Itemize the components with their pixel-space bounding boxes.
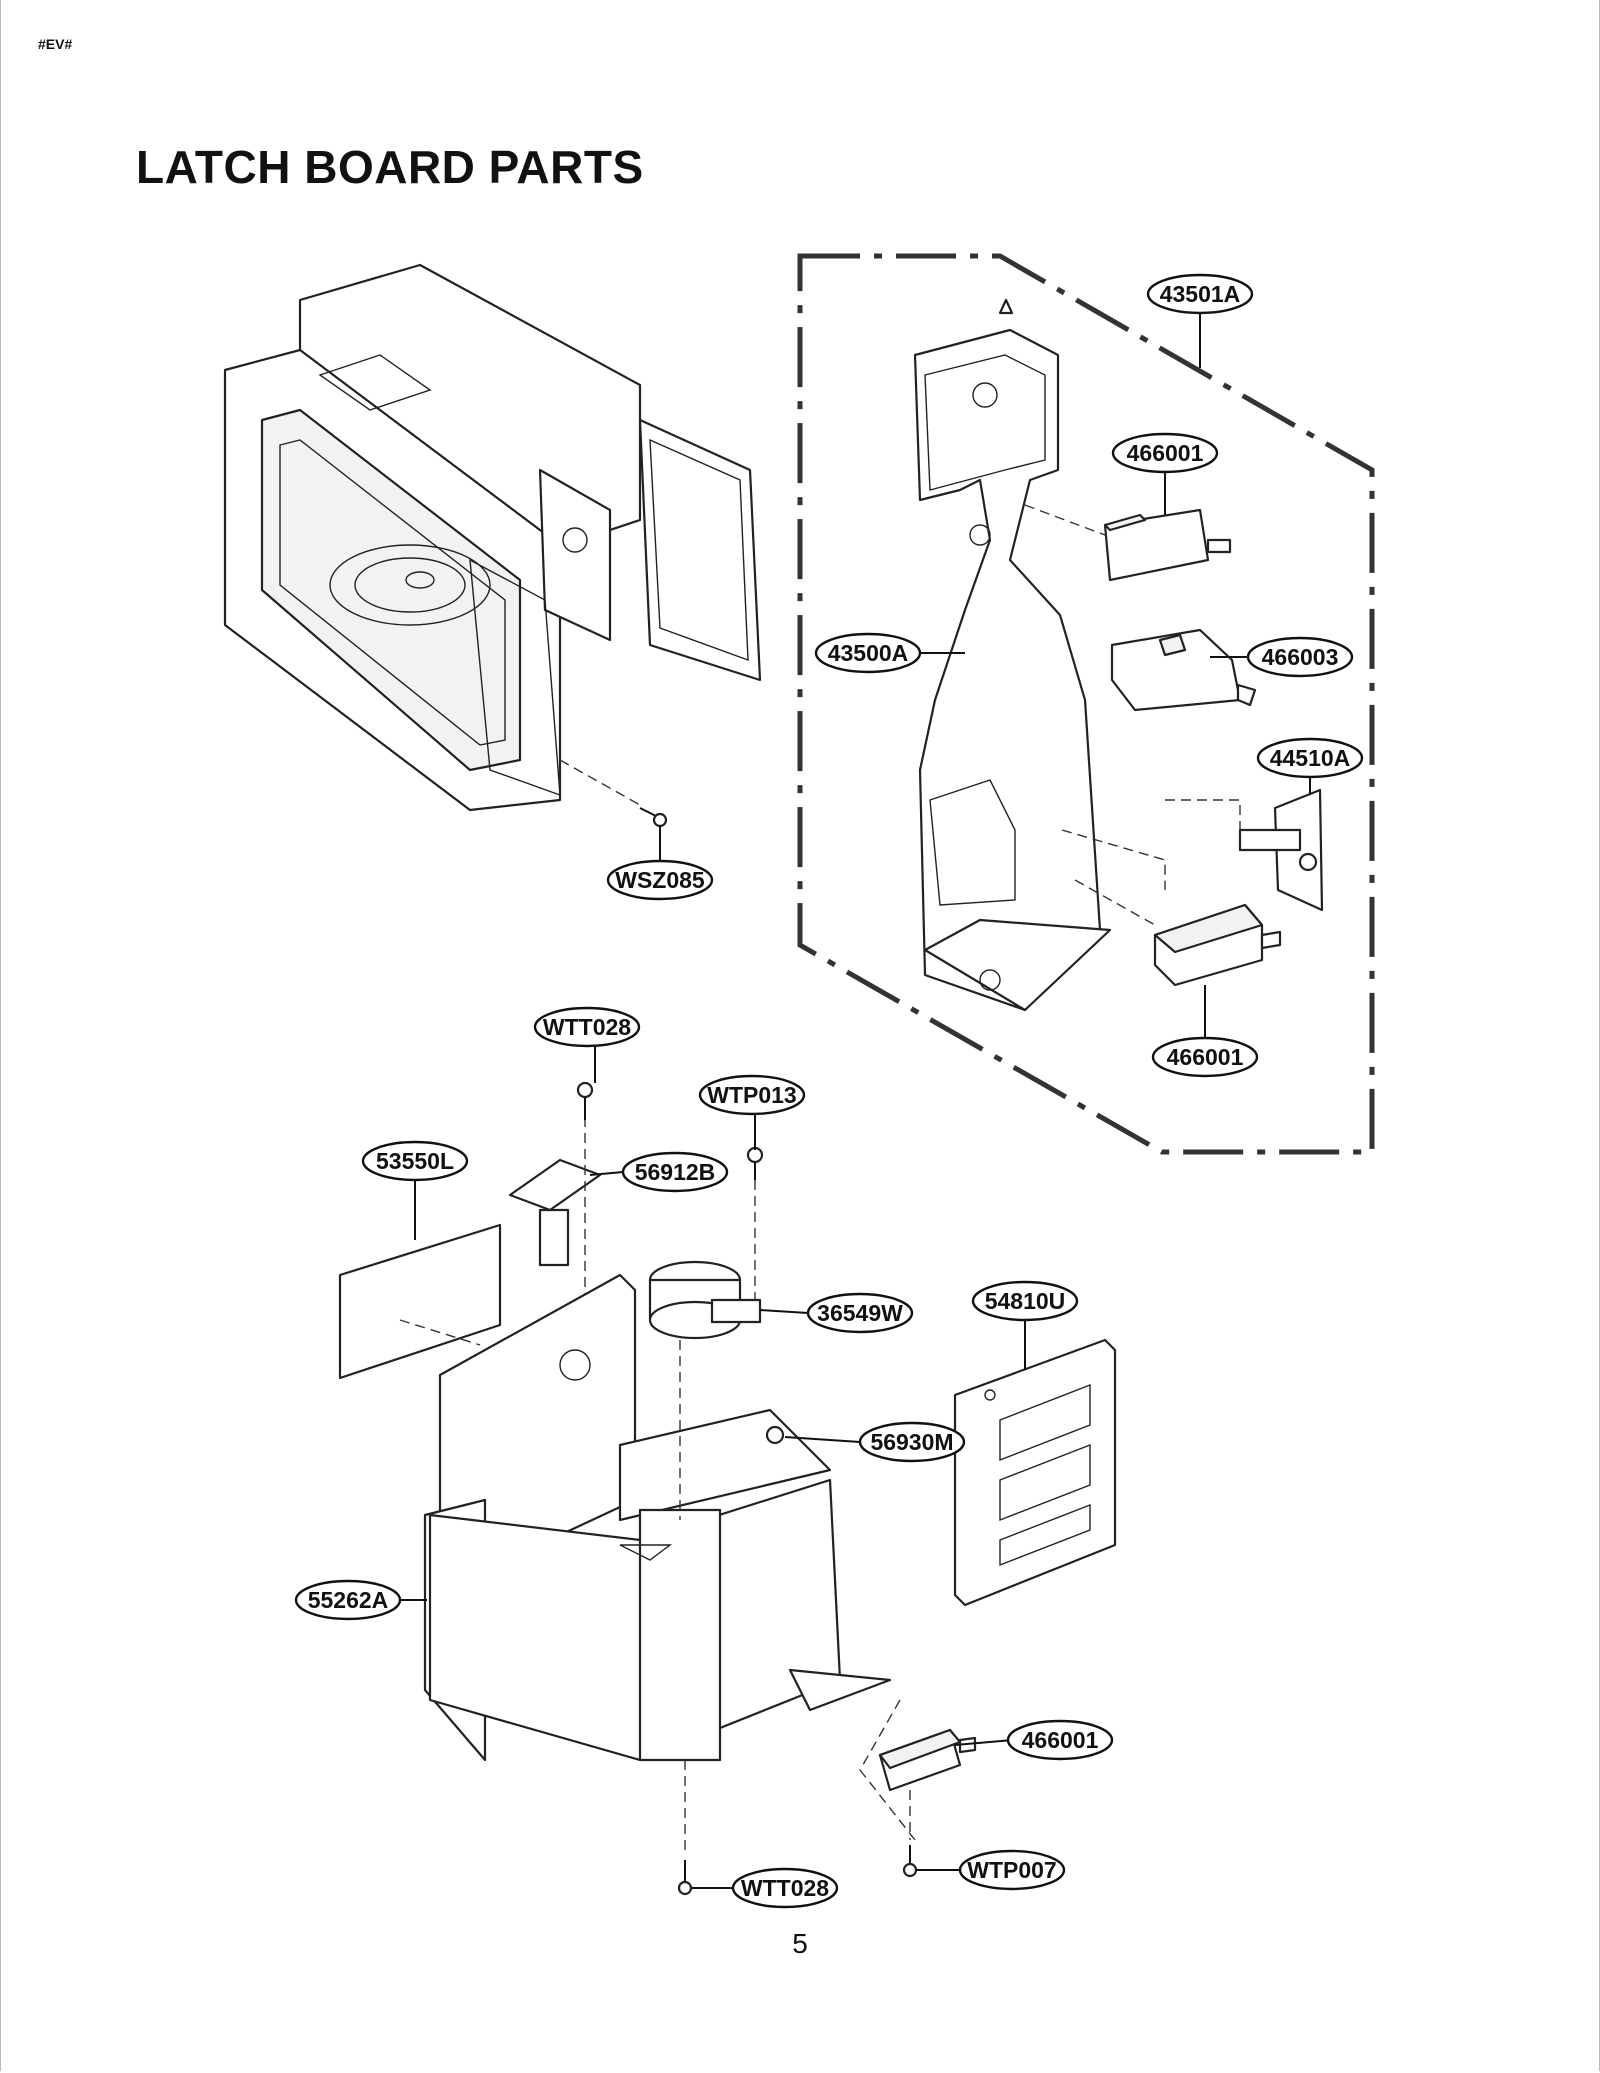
switch-466001-bottom xyxy=(859,1699,977,1841)
svg-text:WTT028: WTT028 xyxy=(543,1014,631,1040)
part-53550l xyxy=(338,1223,502,1380)
svg-text:43501A: 43501A xyxy=(1160,281,1241,307)
leader-lines xyxy=(400,312,1311,1889)
switch-466001-mid xyxy=(1074,879,1282,987)
svg-text:55262A: 55262A xyxy=(308,1587,389,1613)
svg-text:466001: 466001 xyxy=(1127,440,1204,466)
part-55262a xyxy=(423,1273,892,1762)
label-43500a: 43500A xyxy=(814,632,922,674)
label-466003: 466003 xyxy=(1246,636,1354,678)
svg-text:466001: 466001 xyxy=(1022,1727,1099,1753)
svg-text:53550L: 53550L xyxy=(376,1148,454,1174)
switch-466001-top xyxy=(1024,504,1232,582)
label-wtt028-top: WTT028 xyxy=(533,1006,641,1048)
motor-36549w xyxy=(648,1260,762,1340)
part-44510a xyxy=(1061,788,1324,912)
svg-text:466003: 466003 xyxy=(1262,644,1339,670)
page-number: 5 xyxy=(792,1928,808,1959)
latch-board-frame xyxy=(797,253,1375,1155)
screw-wtt028-top xyxy=(576,1081,594,1120)
svg-text:56912B: 56912B xyxy=(635,1159,716,1185)
svg-text:44510A: 44510A xyxy=(1270,745,1351,771)
label-53550l: 53550L xyxy=(361,1140,469,1182)
screw-wtp007 xyxy=(902,1790,918,1878)
svg-text:WTP013: WTP013 xyxy=(707,1082,796,1108)
screw-wtp013 xyxy=(746,1146,764,1300)
label-wtp007: WTP007 xyxy=(958,1849,1066,1891)
part-56930m xyxy=(765,1425,785,1445)
label-466001-bottom: 466001 xyxy=(1006,1719,1114,1761)
part-54810u xyxy=(953,1338,1117,1607)
svg-text:WTT028: WTT028 xyxy=(741,1875,829,1901)
label-466001-mid: 466001 xyxy=(1151,1036,1259,1078)
header-tag: #EV# xyxy=(38,36,73,52)
switch-466003 xyxy=(1110,628,1257,712)
microwave-cavity xyxy=(223,263,762,812)
label-43501a: 43501A xyxy=(1146,273,1254,315)
label-wtp013: WTP013 xyxy=(698,1074,806,1116)
label-54810u: 54810U xyxy=(971,1280,1079,1322)
screw-wtt028-bottom xyxy=(677,1760,693,1896)
label-466001-top: 466001 xyxy=(1111,432,1219,474)
label-56930m: 56930M xyxy=(858,1421,966,1463)
label-36549w: 36549W xyxy=(806,1292,914,1334)
screw-wsz085 xyxy=(559,759,668,865)
label-56912b: 56912B xyxy=(621,1151,729,1193)
svg-text:43500A: 43500A xyxy=(828,640,909,666)
svg-text:54810U: 54810U xyxy=(985,1288,1066,1314)
latch-board xyxy=(913,298,1112,1012)
svg-text:WSZ085: WSZ085 xyxy=(615,867,705,893)
label-wtt028-bottom: WTT028 xyxy=(731,1867,839,1909)
svg-text:466001: 466001 xyxy=(1167,1044,1244,1070)
label-44510a: 44510A xyxy=(1256,737,1364,779)
svg-text:WTP007: WTP007 xyxy=(967,1857,1056,1883)
svg-text:36549W: 36549W xyxy=(817,1300,903,1326)
label-55262a: 55262A xyxy=(294,1579,402,1621)
page-title: LATCH BOARD PARTS xyxy=(136,141,644,193)
svg-text:56930M: 56930M xyxy=(870,1429,953,1455)
label-wsz085: WSZ085 xyxy=(606,859,714,901)
